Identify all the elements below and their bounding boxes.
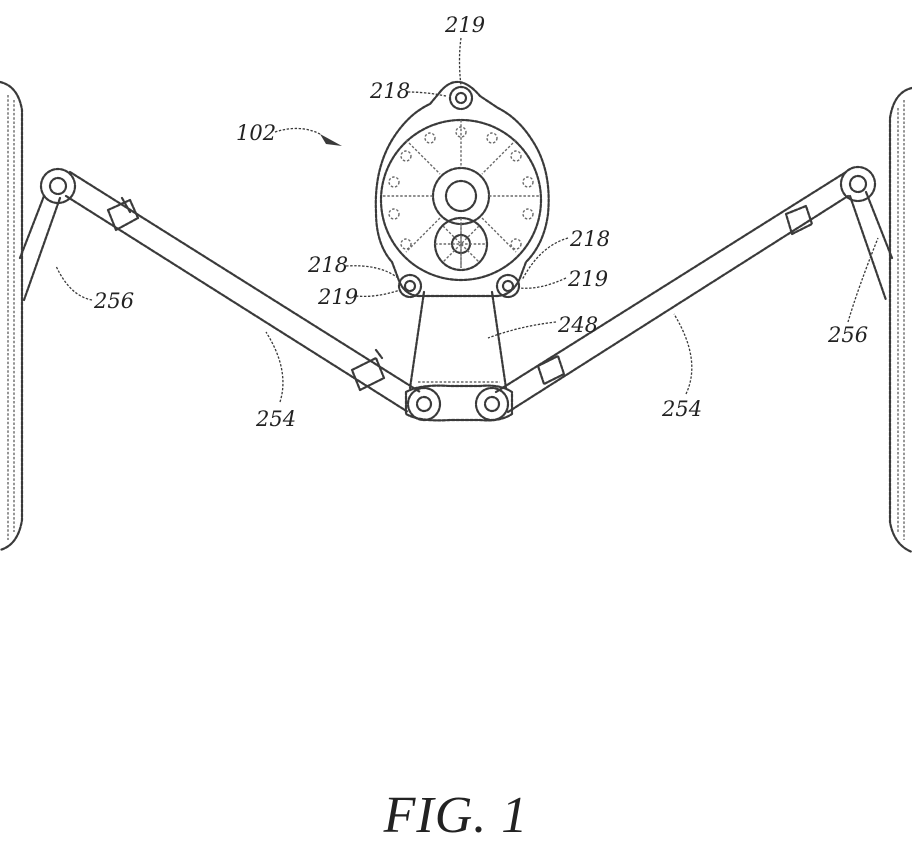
right-wheel [890,88,912,552]
label-102: 102 [236,121,276,145]
label-219-left: 219 [317,285,358,309]
label-218-top: 218 [369,79,410,103]
right-arm [496,167,875,412]
label-256-right: 256 [827,323,868,347]
left-wheel [0,82,22,550]
label-218-left: 218 [307,253,348,277]
reference-labels: 219 218 102 218 219 218 219 248 256 254 … [93,13,868,431]
housing [410,292,506,388]
motor-assembly [376,82,549,297]
label-219-right: 219 [567,267,608,291]
label-254-right: 254 [661,397,702,421]
leader-lines [56,38,878,402]
label-254-left: 254 [255,407,296,431]
left-link [20,196,60,300]
figure-caption: FIG. 1 [383,787,529,841]
label-256-left: 256 [93,289,134,313]
label-248: 248 [557,313,598,337]
label-218-right: 218 [569,227,610,251]
right-link [850,192,892,300]
label-219-top: 219 [444,13,485,37]
